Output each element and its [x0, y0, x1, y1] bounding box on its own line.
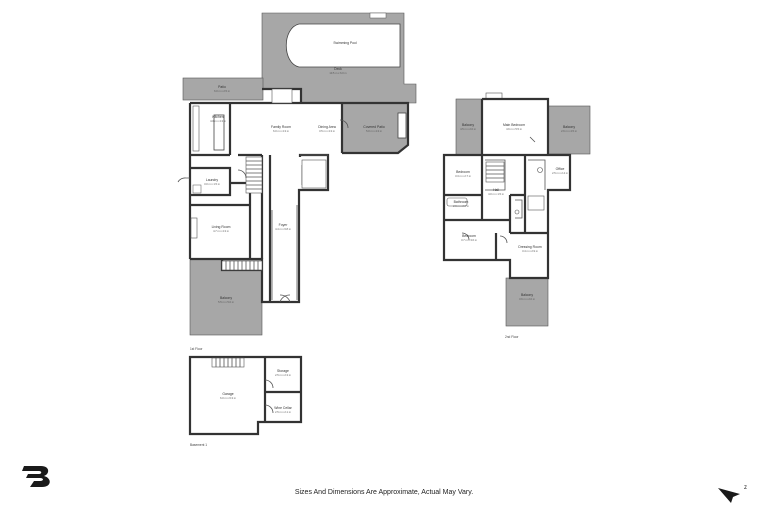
hall-up-label: Hall: [493, 188, 499, 192]
living-fireplace: [190, 217, 198, 239]
balcony-ne-label: Balcony: [563, 125, 575, 129]
upper-floor-level-label: 2nd Floor: [505, 335, 519, 339]
pool-label: Swimming Pool: [333, 41, 357, 45]
toilet-fixture-2: [514, 209, 520, 215]
balcony-ne-dims: 2.6 m x 4.5 m: [561, 129, 577, 133]
garage-label: Garage: [222, 392, 233, 396]
office-dims: 2.5 m x 2.4 m: [552, 171, 568, 175]
fireplace: [397, 112, 407, 139]
dining-dims: 3.5 m x 4.3 m: [319, 129, 335, 133]
door-swings: [177, 119, 349, 303]
upper-balcony-s: [505, 277, 549, 327]
upper-floor-plan: Balcony 4.5 m x 2.0 m Main Bedroom 4.6 m…: [442, 92, 591, 339]
north-arrow-icon: z: [718, 485, 747, 503]
first-floor-stairs: [221, 156, 263, 271]
kitchen-label: Kitchen: [212, 115, 223, 119]
wine-label: Wine Cellar: [274, 406, 292, 410]
hall-up-dims: 4.0 m x 1.5 m: [488, 192, 504, 196]
dining-label: Dining Area: [318, 125, 336, 129]
upper-outer-wall: [442, 97, 572, 280]
toilet-fixture: [537, 167, 543, 173]
first-floor-outer-wall: [188, 101, 344, 304]
kitchen-island: [213, 114, 225, 151]
basement-level-label: Basement 1: [190, 443, 207, 447]
upper-door-swings: [461, 136, 536, 244]
balcony-s-label: Balcony: [521, 293, 533, 297]
basement-stairs: [211, 357, 245, 368]
dressing-dims: 3.4 m x 2.9 m: [522, 249, 538, 253]
office-label: Office: [556, 167, 565, 171]
laundry-label: Laundry: [206, 178, 219, 182]
family-dims: 6.0 m x 4.3 m: [273, 129, 289, 133]
basement-outer-wall: [188, 355, 303, 436]
bath-up-label: Bathroom: [454, 200, 469, 204]
swimming-pool: [286, 23, 401, 68]
covered-entry: [301, 159, 327, 189]
foyer-dims: 4.4 m x 6.8 m: [275, 227, 291, 231]
patio-dims: 6.0 m x 2.5 m: [214, 89, 230, 93]
basement-plan: Garage 6.0 m x 6.3 m Storage 2.5 m x 2.3…: [188, 355, 303, 447]
shower-fixture: [527, 195, 545, 211]
footer-disclaimer: Sizes And Dimensions Are Approximate, Ac…: [294, 489, 474, 496]
porch-steps: [271, 88, 293, 104]
tub-fixture: [446, 197, 468, 207]
covered-patio-label: Covered Patio: [363, 125, 385, 129]
kitchen-counter: [192, 105, 200, 152]
bath-up-dims: 2.6 m x 2.0 m: [453, 204, 469, 208]
primary-label: Main Bedroom: [503, 123, 525, 127]
svg-text:z: z: [744, 485, 747, 491]
living-dims: 4.7 m x 4.3 m: [213, 229, 229, 233]
bedroom-w-dims: 3.3 m x 2.7 m: [455, 174, 471, 178]
wine-dims: 2.5 m x 2.1 m: [275, 410, 291, 414]
basement-door-swings: [264, 379, 274, 414]
bedroom-sw-label: Bedroom: [462, 234, 476, 238]
first-floor-plan: Swimming Pool Deck 10.5 m x 6.0 m Patio …: [177, 12, 417, 351]
walkout-label: Balcony: [220, 296, 232, 300]
balcony-nw-label: Balcony: [462, 123, 474, 127]
brand-logo-icon: [22, 466, 50, 487]
first-floor-level-label: 1st Floor: [190, 347, 203, 351]
deck-dims: 10.5 m x 6.0 m: [329, 71, 346, 75]
storage-label: Storage: [277, 369, 289, 373]
patio-label: Patio: [218, 85, 226, 89]
primary-dims: 4.6 m x 5.5 m: [506, 127, 522, 131]
patio-area: [182, 77, 264, 101]
storage-dims: 2.5 m x 2.3 m: [275, 373, 291, 377]
laundry-appliances: [192, 184, 202, 194]
upper-thin-walls: [485, 159, 546, 219]
garage-dims: 6.0 m x 6.3 m: [220, 396, 236, 400]
upper-stairs: [485, 161, 505, 183]
upper-interior-walls: [444, 153, 548, 260]
family-label: Family Room: [271, 125, 291, 129]
kitchen-dims: 4.0 m x 4.3 m: [210, 119, 226, 123]
dressing-label: Dressing Room: [518, 245, 542, 249]
balcony-s-dims: 3.6 m x 2.0 m: [519, 297, 535, 301]
balcony-nw-dims: 4.5 m x 2.0 m: [460, 127, 476, 131]
upper-balcony-ne: [547, 105, 591, 155]
walkout-dims: 5.5 m x 5.0 m: [218, 300, 234, 304]
basement-interior-walls: [263, 357, 301, 422]
bedroom-sw-dims: 3.7 m x 3.6 m: [461, 238, 477, 242]
basement-slab: [190, 357, 301, 434]
foyer-label: Foyer: [279, 223, 289, 227]
covered-patio-dims: 5.0 m x 4.3 m: [366, 129, 382, 133]
living-label: Living Room: [212, 225, 231, 229]
laundry-dims: 3.0 m x 1.5 m: [204, 182, 220, 186]
pool-steps: [369, 12, 387, 19]
upper-balcony-nw: [455, 98, 483, 156]
deck-label: Deck: [334, 67, 342, 71]
walkout-balcony: [189, 258, 263, 336]
bedroom-w-label: Bedroom: [456, 170, 470, 174]
